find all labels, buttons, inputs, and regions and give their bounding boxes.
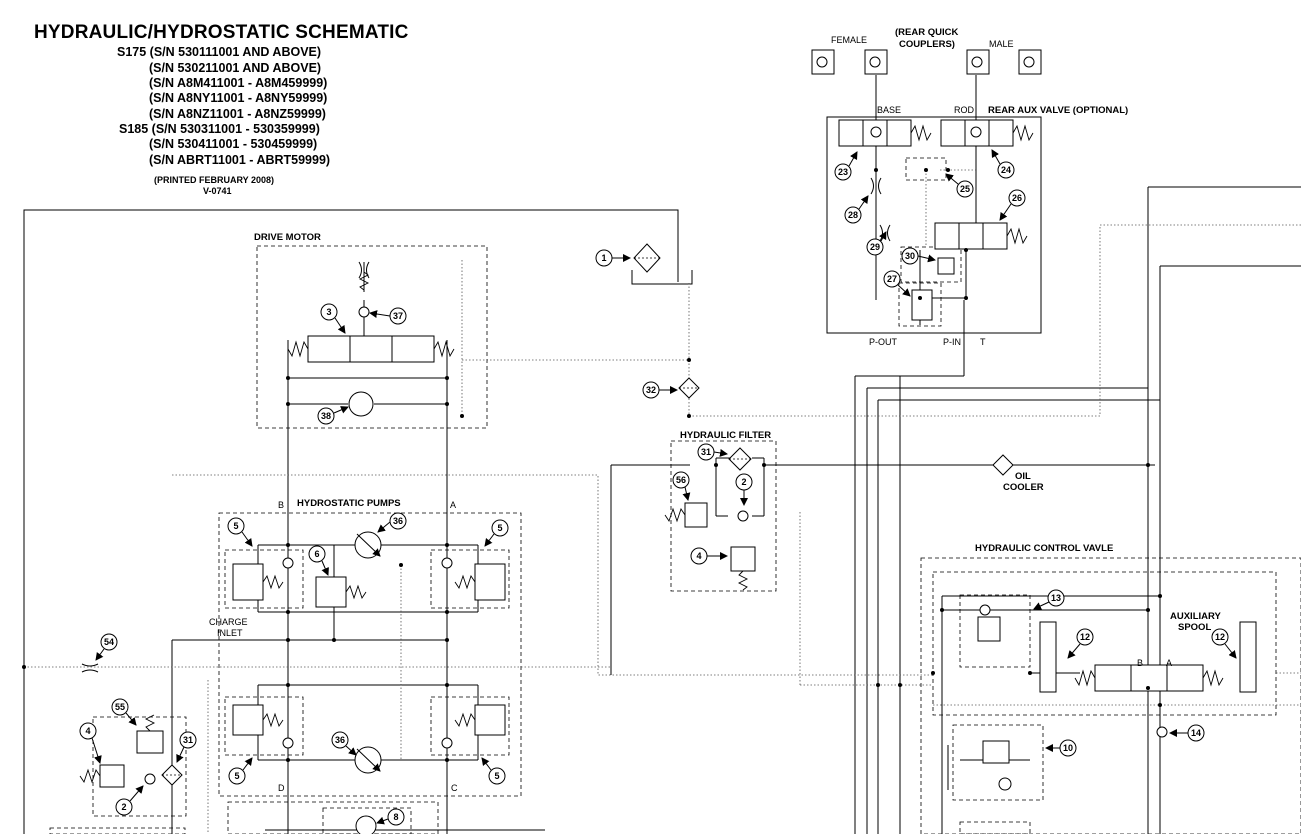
charge-inlet-label: CHARGE <box>209 617 248 627</box>
callout-13: 13 <box>1051 593 1061 603</box>
charge-inlet-label: INLET <box>217 628 243 638</box>
serial-line: (S/N A8M411001 - A8M459999) <box>149 76 328 90</box>
auxiliary-spool-label: AUXILIARY <box>1170 611 1222 622</box>
callout-2: 2 <box>121 802 126 812</box>
callout-27: 27 <box>887 274 897 284</box>
hydraulic-control-valve-box <box>920 557 1301 834</box>
callout-31: 31 <box>183 735 193 745</box>
rod-label: ROD <box>954 105 975 115</box>
t-label: T <box>980 337 986 347</box>
female-label: FEMALE <box>831 35 867 45</box>
callout-5: 5 <box>234 771 239 781</box>
callout-26: 26 <box>1012 193 1022 203</box>
callout-36: 36 <box>335 735 345 745</box>
callout-56: 56 <box>676 475 686 485</box>
section-labels: DRIVE MOTOR HYDROSTATIC PUMPS HYDRAULIC … <box>209 27 1222 793</box>
serial-line: S185 (S/N 530311001 - 530359999) <box>119 122 320 136</box>
oil-cooler-label: COOLER <box>1003 482 1044 493</box>
callout-numbers: 1 32 3 37 38 5 36 6 5 5 36 5 54 55 4 31 … <box>85 165 1225 822</box>
callout-10: 10 <box>1063 743 1073 753</box>
callout-2: 2 <box>741 477 746 487</box>
filter-symbols <box>161 243 1014 786</box>
valve-spools <box>99 49 1257 788</box>
serial-line: (S/N 530211001 AND ABOVE) <box>149 61 322 75</box>
base-label: BASE <box>877 105 901 115</box>
callout-25: 25 <box>960 184 970 194</box>
hydraulic-control-valve-label: HYDRAULIC CONTROL VAVLE <box>975 543 1113 554</box>
spool-port-b-label: B <box>1137 658 1143 668</box>
rear-quick-couplers-label: COUPLERS) <box>899 39 955 50</box>
callout-23: 23 <box>838 167 848 177</box>
callout-6: 6 <box>314 549 319 559</box>
port-d-label: D <box>278 783 285 793</box>
port-b-label: B <box>278 500 284 510</box>
rear-quick-couplers-label: (REAR QUICK <box>895 27 958 38</box>
p-in-label: P-IN <box>943 337 961 347</box>
drive-motor-box <box>256 245 488 429</box>
callout-4: 3 <box>326 307 331 317</box>
callout-31: 31 <box>701 447 711 457</box>
callout-12: 12 <box>1080 632 1090 642</box>
callout-29: 29 <box>870 242 880 252</box>
printed-date: (PRINTED FEBRUARY 2008) <box>154 175 275 185</box>
callout-37: 37 <box>393 311 403 321</box>
hydrostatic-pumps-label: HYDROSTATIC PUMPS <box>297 498 401 509</box>
auxiliary-spool-label: SPOOL <box>1178 622 1211 633</box>
pilot-lines <box>24 169 1301 834</box>
hydrostatic-pumps-box <box>218 512 522 797</box>
callout-8: 8 <box>393 812 398 822</box>
callout-54: 54 <box>104 637 114 647</box>
drive-motor-label: DRIVE MOTOR <box>254 232 321 243</box>
callout-32: 32 <box>646 385 656 395</box>
male-label: MALE <box>989 39 1014 49</box>
hydraulic-lines <box>23 75 1301 834</box>
port-a-label: A <box>450 500 456 510</box>
callout-5: 5 <box>497 523 502 533</box>
callout-3: 4 <box>85 726 90 736</box>
callout-24: 24 <box>1001 165 1011 175</box>
junction-dots <box>22 168 1162 762</box>
callout-5: 5 <box>233 521 238 531</box>
callout-12: 12 <box>1215 632 1225 642</box>
title-block: HYDRAULIC/HYDROSTATIC SCHEMATIC <box>34 22 434 44</box>
callout-5: 5 <box>494 771 499 781</box>
p-out-label: P-OUT <box>869 337 898 347</box>
callout-1: 1 <box>601 253 606 263</box>
oil-cooler-label: OIL <box>1015 471 1031 482</box>
callout-28: 28 <box>848 210 858 220</box>
drawing-code: V-0741 <box>203 186 232 196</box>
spool-port-a-label: A <box>1166 658 1172 668</box>
callout-55: 55 <box>115 702 125 712</box>
page-title: HYDRAULIC/HYDROSTATIC SCHEMATIC <box>34 22 409 43</box>
serial-line: (S/N A8NY11001 - A8NY59999) <box>149 91 328 105</box>
serial-line: (S/N A8NZ11001 - A8NZ59999) <box>149 107 326 121</box>
drive-motor-symbol <box>348 391 374 417</box>
callout-markers <box>79 149 1237 826</box>
serial-line: S175 (S/N 530111001 AND ABOVE) <box>117 45 322 59</box>
callout-38: 38 <box>321 411 331 421</box>
component-boundaries <box>49 157 1301 834</box>
callout-36: 36 <box>393 516 403 526</box>
callout-30: 30 <box>905 251 915 261</box>
callout-14: 14 <box>1191 728 1201 738</box>
rear-aux-valve-label: REAR AUX VALVE (OPTIONAL) <box>988 105 1128 116</box>
hydraulic-filter-label: HYDRAULIC FILTER <box>680 430 771 441</box>
callout-3: 4 <box>696 551 701 561</box>
port-c-label: C <box>451 783 458 793</box>
serial-line: (S/N 530411001 - 530459999) <box>149 137 318 151</box>
serial-line: (S/N ABRT11001 - ABRT59999) <box>149 153 331 167</box>
rear-aux-valve-box <box>826 116 1042 334</box>
